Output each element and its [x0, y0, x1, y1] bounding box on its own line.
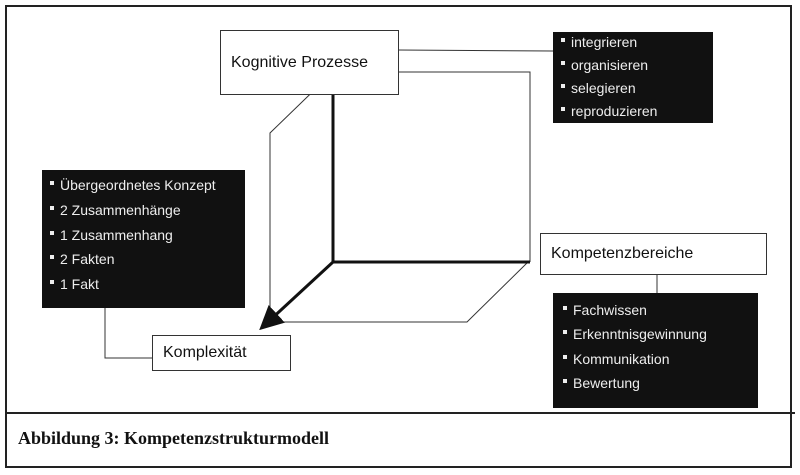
list-item-label: selegieren — [571, 80, 636, 96]
bullet-icon — [563, 306, 567, 311]
list-item-label: Erkenntnisgewinnung — [573, 326, 707, 342]
bullet-icon — [50, 206, 54, 211]
bullet-icon — [563, 379, 567, 384]
bullet-icon — [561, 107, 565, 112]
bullet-icon — [561, 61, 565, 66]
list-item: Fachwissen — [563, 302, 647, 318]
cube-side-face — [269, 71, 334, 322]
list-item-label: reproduzieren — [571, 103, 658, 119]
list-item: integrieren — [561, 34, 637, 50]
bullet-icon — [561, 38, 565, 43]
list-item-label: Bewertung — [573, 375, 640, 391]
list-item-label: organisieren — [571, 57, 649, 73]
list-item: Kommunikation — [563, 351, 670, 367]
cube-back-face — [333, 71, 531, 262]
list-komplexitaet: Übergeordnetes Konzept 2 Zusammenhänge 1… — [42, 170, 245, 308]
list-kognitive-prozesse: integrieren organisieren selegieren repr… — [553, 32, 713, 123]
list-item-label: 2 Fakten — [60, 251, 115, 267]
list-item: 2 Zusammenhänge — [50, 202, 181, 218]
axis-komplexitaet — [259, 260, 335, 331]
connector-kognitive — [397, 49, 554, 52]
bullet-icon — [563, 330, 567, 335]
list-item: selegieren — [561, 80, 636, 96]
list-item: 1 Fakt — [50, 276, 99, 292]
label-kognitive-prozesse: Kognitive Prozesse — [220, 30, 399, 95]
bullet-icon — [561, 84, 565, 89]
list-item: 1 Zusammenhang — [50, 227, 173, 243]
list-item: Übergeordnetes Konzept — [50, 177, 216, 193]
label-kompetenzbereiche: Kompetenzbereiche — [540, 233, 767, 275]
list-item-label: Fachwissen — [573, 302, 647, 318]
list-item-label: integrieren — [571, 34, 638, 50]
cube-floor — [270, 261, 529, 323]
list-item: Erkenntnisgewinnung — [563, 326, 707, 342]
list-item-label: Übergeordnetes Konzept — [60, 177, 216, 193]
list-item-label: 1 Fakt — [60, 276, 99, 292]
caption-divider — [5, 412, 795, 414]
list-item: Bewertung — [563, 375, 640, 391]
list-item-label: 1 Zusammenhang — [60, 227, 173, 243]
figure-frame — [5, 5, 792, 468]
bullet-icon — [50, 280, 54, 285]
bullet-icon — [50, 231, 54, 236]
connector-komplexitaet — [104, 308, 152, 359]
list-kompetenzbereiche: Fachwissen Erkenntnisgewinnung Kommunika… — [553, 293, 758, 408]
label-komplexitaet: Komplexität — [152, 335, 291, 371]
figure-caption: Abbildung 3: Kompetenzstrukturmodell — [18, 428, 330, 448]
list-item: 2 Fakten — [50, 251, 114, 267]
list-item: reproduzieren — [561, 103, 657, 119]
bullet-icon — [50, 255, 54, 260]
list-item-label: Kommunikation — [573, 351, 670, 367]
bullet-icon — [563, 355, 567, 360]
list-item-label: 2 Zusammenhänge — [60, 202, 181, 218]
list-item: organisieren — [561, 57, 648, 73]
bullet-icon — [50, 181, 54, 186]
